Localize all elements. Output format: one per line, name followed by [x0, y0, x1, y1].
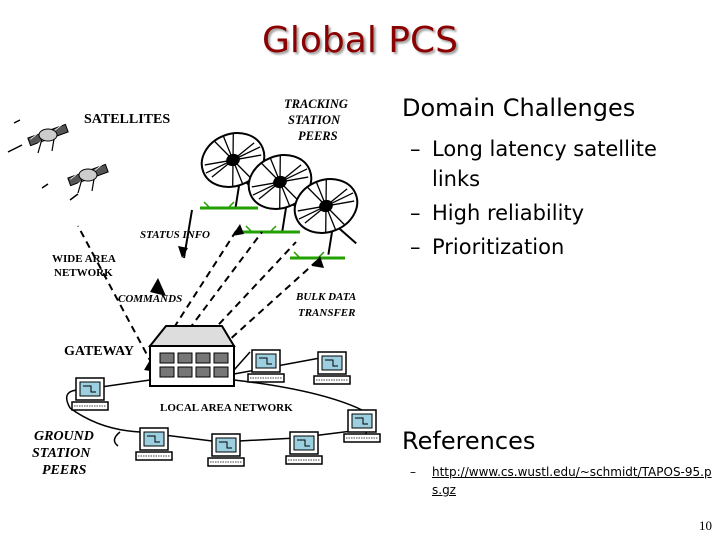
challenge-item: – Long latency satellite links	[410, 134, 710, 194]
gateway-label: GATEWAY	[64, 344, 134, 359]
ground-peers-label-1: GROUND	[34, 429, 94, 444]
challenge-item: – Prioritization	[410, 232, 710, 262]
lan-terminal-icon-6	[207, 433, 245, 467]
bullet-dash: –	[410, 137, 421, 161]
references-heading: References	[402, 427, 536, 455]
lan-terminal-icon-3	[71, 377, 109, 411]
status-info-label: STATUS INFO	[140, 229, 210, 241]
ground-peers-label-3: PEERS	[42, 463, 87, 478]
satellite-icon-2	[65, 154, 110, 194]
page-number: 10	[699, 518, 712, 533]
wan-label-1: WIDE AREA	[52, 253, 116, 265]
global-pcs-diagram: SATELLITES TRACKING STATION PEERS STATUS…	[7, 97, 381, 478]
bullet-dash: –	[410, 201, 421, 225]
satellite-icon-1	[25, 114, 70, 154]
slide-title: Global PCS	[262, 20, 458, 61]
bulk-data-label-2: TRANSFER	[298, 307, 355, 319]
challenge-text: Prioritization	[432, 235, 565, 259]
reference-link[interactable]: http://www.cs.wustl.edu/~schmidt/TAPOS-9…	[432, 465, 712, 497]
bulk-data-label-1: BULK DATA	[295, 291, 356, 303]
challenges-list: – Long latency satellite links – High re…	[410, 134, 710, 266]
bullet-dash: –	[410, 465, 416, 479]
wan-label-2: NETWORK	[54, 267, 113, 279]
tracking-peers-label-3: PEERS	[298, 129, 338, 143]
gateway-server-icon	[147, 325, 236, 387]
satellites-label: SATELLITES	[84, 112, 170, 127]
challenge-item: – High reliability	[410, 198, 710, 228]
lan-label: LOCAL AREA NETWORK	[160, 402, 293, 414]
lan-terminal-icon-1	[247, 349, 285, 383]
commands-label: COMMANDS	[118, 293, 182, 305]
bullet-dash: –	[410, 235, 421, 259]
reference-item: – http://www.cs.wustl.edu/~schmidt/TAPOS…	[410, 463, 715, 499]
lan-terminal-icon-7	[285, 431, 323, 465]
tracking-peers-label-2: STATION	[288, 113, 341, 127]
lan-terminal-icon-4	[343, 409, 381, 443]
ground-peers-label-2: STATION	[32, 446, 91, 461]
lan-terminal-icon-2	[313, 351, 351, 385]
lan-terminal-icon-5	[135, 427, 173, 461]
challenge-text: High reliability	[432, 201, 585, 225]
tracking-peers-label-1: TRACKING	[284, 97, 348, 111]
domain-challenges-heading: Domain Challenges	[402, 94, 636, 122]
challenge-text: Long latency satellite links	[432, 137, 657, 191]
